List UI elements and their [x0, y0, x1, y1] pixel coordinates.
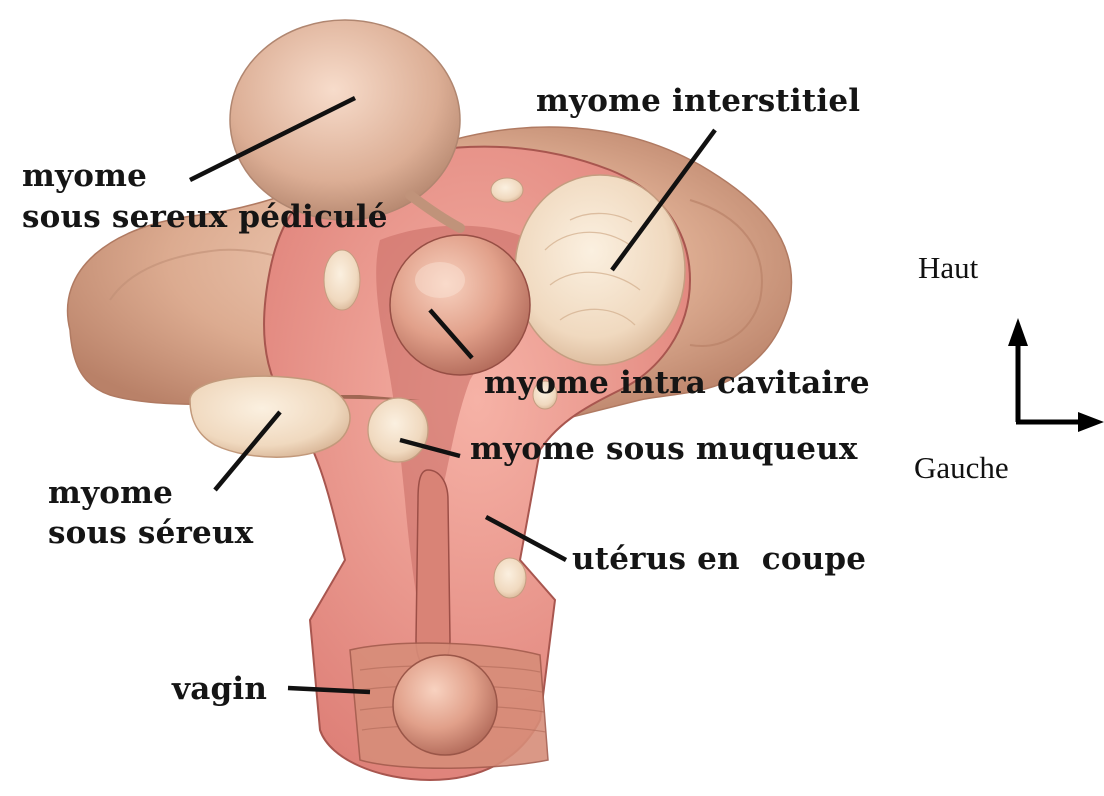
label-myome-sous-sereux-pedicule-line2: sous sereux pédiculé — [22, 198, 388, 236]
label-myome-sous-muqueux: myome sous muqueux — [470, 430, 858, 468]
label-myome-sous-sereux-line1: myome — [48, 474, 173, 512]
orientation-label-right: Gauche — [914, 450, 1009, 486]
label-vagin: vagin — [172, 670, 267, 708]
label-myome-sous-sereux-line2: sous séreux — [48, 514, 253, 552]
label-myome-sous-sereux-pedicule-line1: myome — [22, 157, 147, 195]
myoma-intra-cavitaire — [390, 235, 530, 375]
small-myoma-top — [491, 178, 523, 202]
small-myoma-right — [494, 558, 526, 598]
orientation-label-up: Haut — [918, 250, 978, 286]
label-myome-intra-cavitaire: myome intra cavitaire — [484, 364, 870, 402]
label-myome-interstitiel: myome interstitiel — [536, 82, 860, 120]
label-uterus-en-coupe: utérus en coupe — [572, 540, 866, 578]
cervix-bulb — [393, 655, 497, 755]
cervical-canal — [416, 470, 450, 670]
myoma-sous-sereux — [190, 376, 350, 457]
small-myoma-left — [324, 250, 360, 310]
myoma-sous-sereux-pedicule — [230, 20, 460, 220]
myoma-intra-cavitaire-highlight — [415, 262, 465, 298]
orientation-axes — [1008, 318, 1104, 432]
myoma-sous-muqueux — [368, 398, 428, 462]
